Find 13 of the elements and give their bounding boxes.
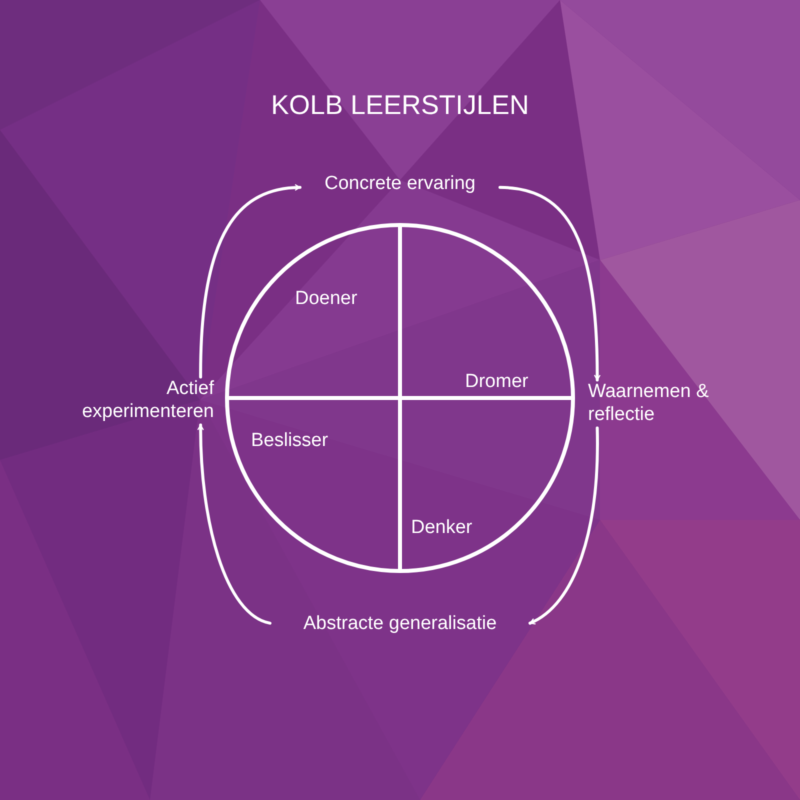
- curved-arrow: [498, 186, 601, 382]
- stage-label: Abstracte generalisatie: [270, 612, 530, 640]
- curved-arrow: [199, 184, 302, 378]
- curved-arrow: [528, 426, 599, 625]
- stage-label: Actief experimenteren: [80, 377, 214, 425]
- quadrant-label: Doener: [295, 287, 358, 311]
- quadrant-label: Dromer: [465, 370, 528, 394]
- quadrant-label: Beslisser: [251, 429, 328, 453]
- stage-label: Waarnemen & reflectie: [588, 380, 773, 428]
- curved-arrow: [197, 424, 272, 625]
- stage-label: Concrete ervaring: [300, 172, 500, 200]
- quadrant-label: Denker: [411, 516, 472, 540]
- title: KOLB LEERSTIJLEN: [270, 89, 530, 122]
